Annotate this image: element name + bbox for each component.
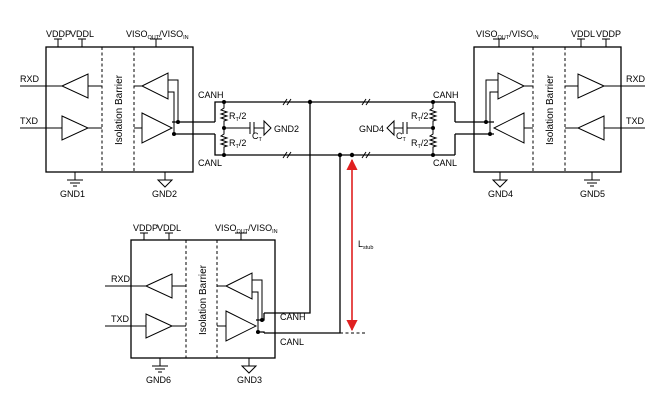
transceiver-3-canh-label: CANH bbox=[280, 312, 306, 322]
transceiver-3-vddl: VDDL bbox=[157, 223, 181, 233]
stub-length-indicator: Lstub bbox=[346, 158, 373, 332]
termination-1-capacitor bbox=[224, 122, 264, 134]
transceiver-2-viso: VISOOUT/VISOIN bbox=[476, 29, 539, 41]
transceiver-3-receiver bbox=[224, 272, 253, 300]
transceiver-3-rx-buffer bbox=[144, 273, 173, 299]
transceiver-3-viso: VISOOUT/VISOIN bbox=[215, 223, 278, 235]
transceiver-3-gnd6: GND6 bbox=[146, 375, 171, 385]
transceiver-2-txd-label: TXD bbox=[626, 116, 645, 126]
transceiver-3: Isolation Barrier VDDP VDDL VISOOUT/VISO… bbox=[105, 223, 306, 385]
transceiver-1-vddl: VDDL bbox=[70, 29, 94, 39]
transceiver-1-receiver bbox=[140, 72, 169, 100]
transceiver-2-driver bbox=[492, 112, 525, 144]
svg-text:RT/2: RT/2 bbox=[411, 138, 428, 150]
termination-1: RT/2 RT/2 CT GND2 bbox=[214, 98, 455, 159]
transceiver-1-vddp: VDDP bbox=[46, 29, 71, 39]
transceiver-3-vddp: VDDP bbox=[133, 223, 158, 233]
termination-2-capacitor bbox=[394, 122, 433, 134]
termination-1-gnd-label: GND2 bbox=[274, 124, 299, 134]
transceiver-2-receiver bbox=[497, 72, 526, 100]
stub-length-label: Lstub bbox=[358, 239, 373, 251]
transceiver-3-rxd-label: RXD bbox=[111, 274, 131, 284]
transceiver-1-box bbox=[45, 46, 194, 173]
svg-text:CT: CT bbox=[396, 131, 407, 143]
transceiver-2-rxd-label: RXD bbox=[626, 74, 646, 84]
termination-2-gnd-label: GND4 bbox=[359, 124, 384, 134]
transceiver-2-canh-label: CANH bbox=[433, 90, 459, 100]
transceiver-3-driver bbox=[225, 310, 258, 342]
transceiver-3-box bbox=[130, 239, 276, 359]
transceiver-1-txd-label: TXD bbox=[20, 116, 39, 126]
transceiver-1-rxd-label: RXD bbox=[20, 74, 40, 84]
transceiver-2-tx-buffer bbox=[576, 115, 605, 141]
svg-text:RT/2: RT/2 bbox=[229, 138, 246, 150]
transceiver-1-viso: VISOOUT/VISOIN bbox=[126, 29, 189, 41]
transceiver-2-box bbox=[473, 46, 622, 173]
transceiver-1-gnd2: GND2 bbox=[152, 189, 177, 199]
transceiver-1-barrier-label: Isolation Barrier bbox=[114, 74, 125, 145]
transceiver-1-tx-buffer bbox=[61, 115, 90, 141]
termination-1-resistor-top bbox=[219, 102, 229, 128]
transceiver-1-rx-buffer bbox=[60, 73, 89, 99]
transceiver-1-driver bbox=[141, 112, 174, 144]
termination-2: RT/2 RT/2 CT GND4 bbox=[359, 100, 438, 157]
transceiver-1: Isolation Barrier VDDP VDDL VISOOUT/VISO… bbox=[20, 29, 224, 199]
transceiver-1-canh-label: CANH bbox=[198, 90, 224, 100]
transceiver-2-vddl: VDDL bbox=[571, 29, 595, 39]
svg-text:CT: CT bbox=[252, 131, 263, 143]
transceiver-2-vddp: VDDP bbox=[596, 29, 621, 39]
transceiver-3-barrier-label: Isolation Barrier bbox=[198, 264, 209, 335]
transceiver-2: Isolation Barrier VISOOUT/VISOIN VDDL VD… bbox=[433, 29, 646, 199]
transceiver-3-txd-label: TXD bbox=[111, 314, 130, 324]
transceiver-3-tx-buffer bbox=[145, 313, 174, 339]
transceiver-1-canl-label: CANL bbox=[198, 158, 222, 168]
bus-stub-connections bbox=[264, 99, 366, 334]
transceiver-3-canl-label: CANL bbox=[280, 337, 304, 347]
svg-text:RT/2: RT/2 bbox=[411, 111, 428, 123]
termination-2-resistor-bottom bbox=[428, 128, 438, 155]
transceiver-1-gnd1: GND1 bbox=[60, 189, 85, 199]
transceiver-2-canl-label: CANL bbox=[433, 158, 457, 168]
transceiver-2-gnd4: GND4 bbox=[488, 189, 513, 199]
transceiver-2-gnd5: GND5 bbox=[580, 189, 605, 199]
transceiver-2-barrier-label: Isolation Barrier bbox=[545, 74, 556, 145]
transceiver-2-rx-buffer bbox=[577, 73, 606, 99]
svg-text:RT/2: RT/2 bbox=[229, 111, 246, 123]
termination-2-resistor-top bbox=[428, 102, 438, 128]
transceiver-3-gnd3: GND3 bbox=[237, 375, 262, 385]
termination-1-resistor-bottom bbox=[219, 128, 229, 155]
